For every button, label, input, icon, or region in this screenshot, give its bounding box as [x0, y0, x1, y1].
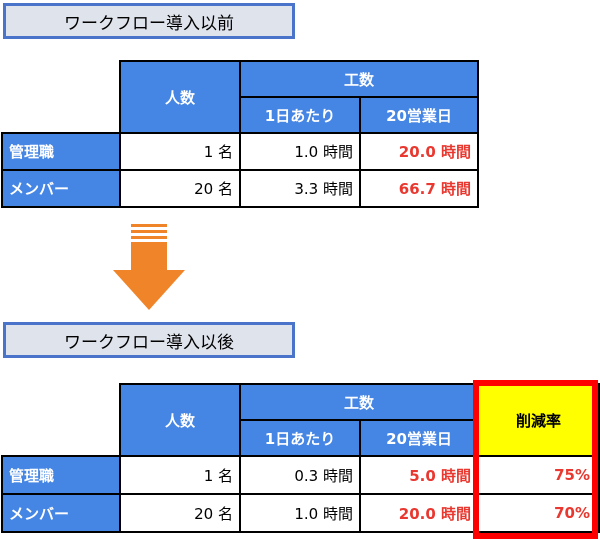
blank-corner [2, 384, 120, 456]
header-people: 人数 [119, 383, 241, 457]
down-arrow-icon [113, 224, 185, 310]
header-reduction: 削減率 [477, 383, 600, 457]
reduction-cell: 75% [477, 455, 600, 495]
header-per-20days: 20営業日 [359, 96, 479, 134]
row-label: 管理職 [1, 455, 121, 495]
per-day-cell: 0.3 時間 [239, 455, 361, 495]
table-row: メンバー 20 名 3.3 時間 66.7 時間 [1, 169, 479, 208]
table-row: 管理職 1 名 0.3 時間 5.0 時間 75% [1, 455, 600, 495]
per-20days-cell: 20.0 時間 [359, 493, 479, 533]
per-20days-cell: 20.0 時間 [359, 132, 479, 171]
per-20days-cell: 66.7 時間 [359, 169, 479, 208]
title-before: ワークフロー導入以前 [3, 3, 295, 39]
header-per-day: 1日あたり [239, 96, 361, 134]
row-label: メンバー [1, 493, 121, 533]
header-per-day: 1日あたり [239, 419, 361, 457]
header-per-20days: 20営業日 [359, 419, 479, 457]
people-cell: 20 名 [119, 169, 241, 208]
title-after: ワークフロー導入以後 [3, 322, 295, 358]
table-row: 管理職 1 名 1.0 時間 20.0 時間 [1, 132, 479, 171]
people-cell: 1 名 [119, 132, 241, 171]
header-effort: 工数 [239, 60, 479, 98]
per-20days-cell: 5.0 時間 [359, 455, 479, 495]
per-day-cell: 3.3 時間 [239, 169, 361, 208]
header-effort: 工数 [239, 383, 479, 421]
per-day-cell: 1.0 時間 [239, 132, 361, 171]
effort-table-before: 人数 工数 1日あたり 20営業日 管理職 1 名 1.0 時間 20.0 時間… [1, 60, 479, 208]
header-people: 人数 [119, 60, 241, 134]
table-row: メンバー 20 名 1.0 時間 20.0 時間 70% [1, 493, 600, 533]
people-cell: 1 名 [119, 455, 241, 495]
reduction-cell: 70% [477, 493, 600, 533]
people-cell: 20 名 [119, 493, 241, 533]
row-label: メンバー [1, 169, 121, 208]
row-label: 管理職 [1, 132, 121, 171]
per-day-cell: 1.0 時間 [239, 493, 361, 533]
effort-table-after: 人数 工数 削減率 1日あたり 20営業日 管理職 1 名 0.3 時間 5.0… [1, 383, 600, 533]
blank-corner [2, 61, 120, 133]
